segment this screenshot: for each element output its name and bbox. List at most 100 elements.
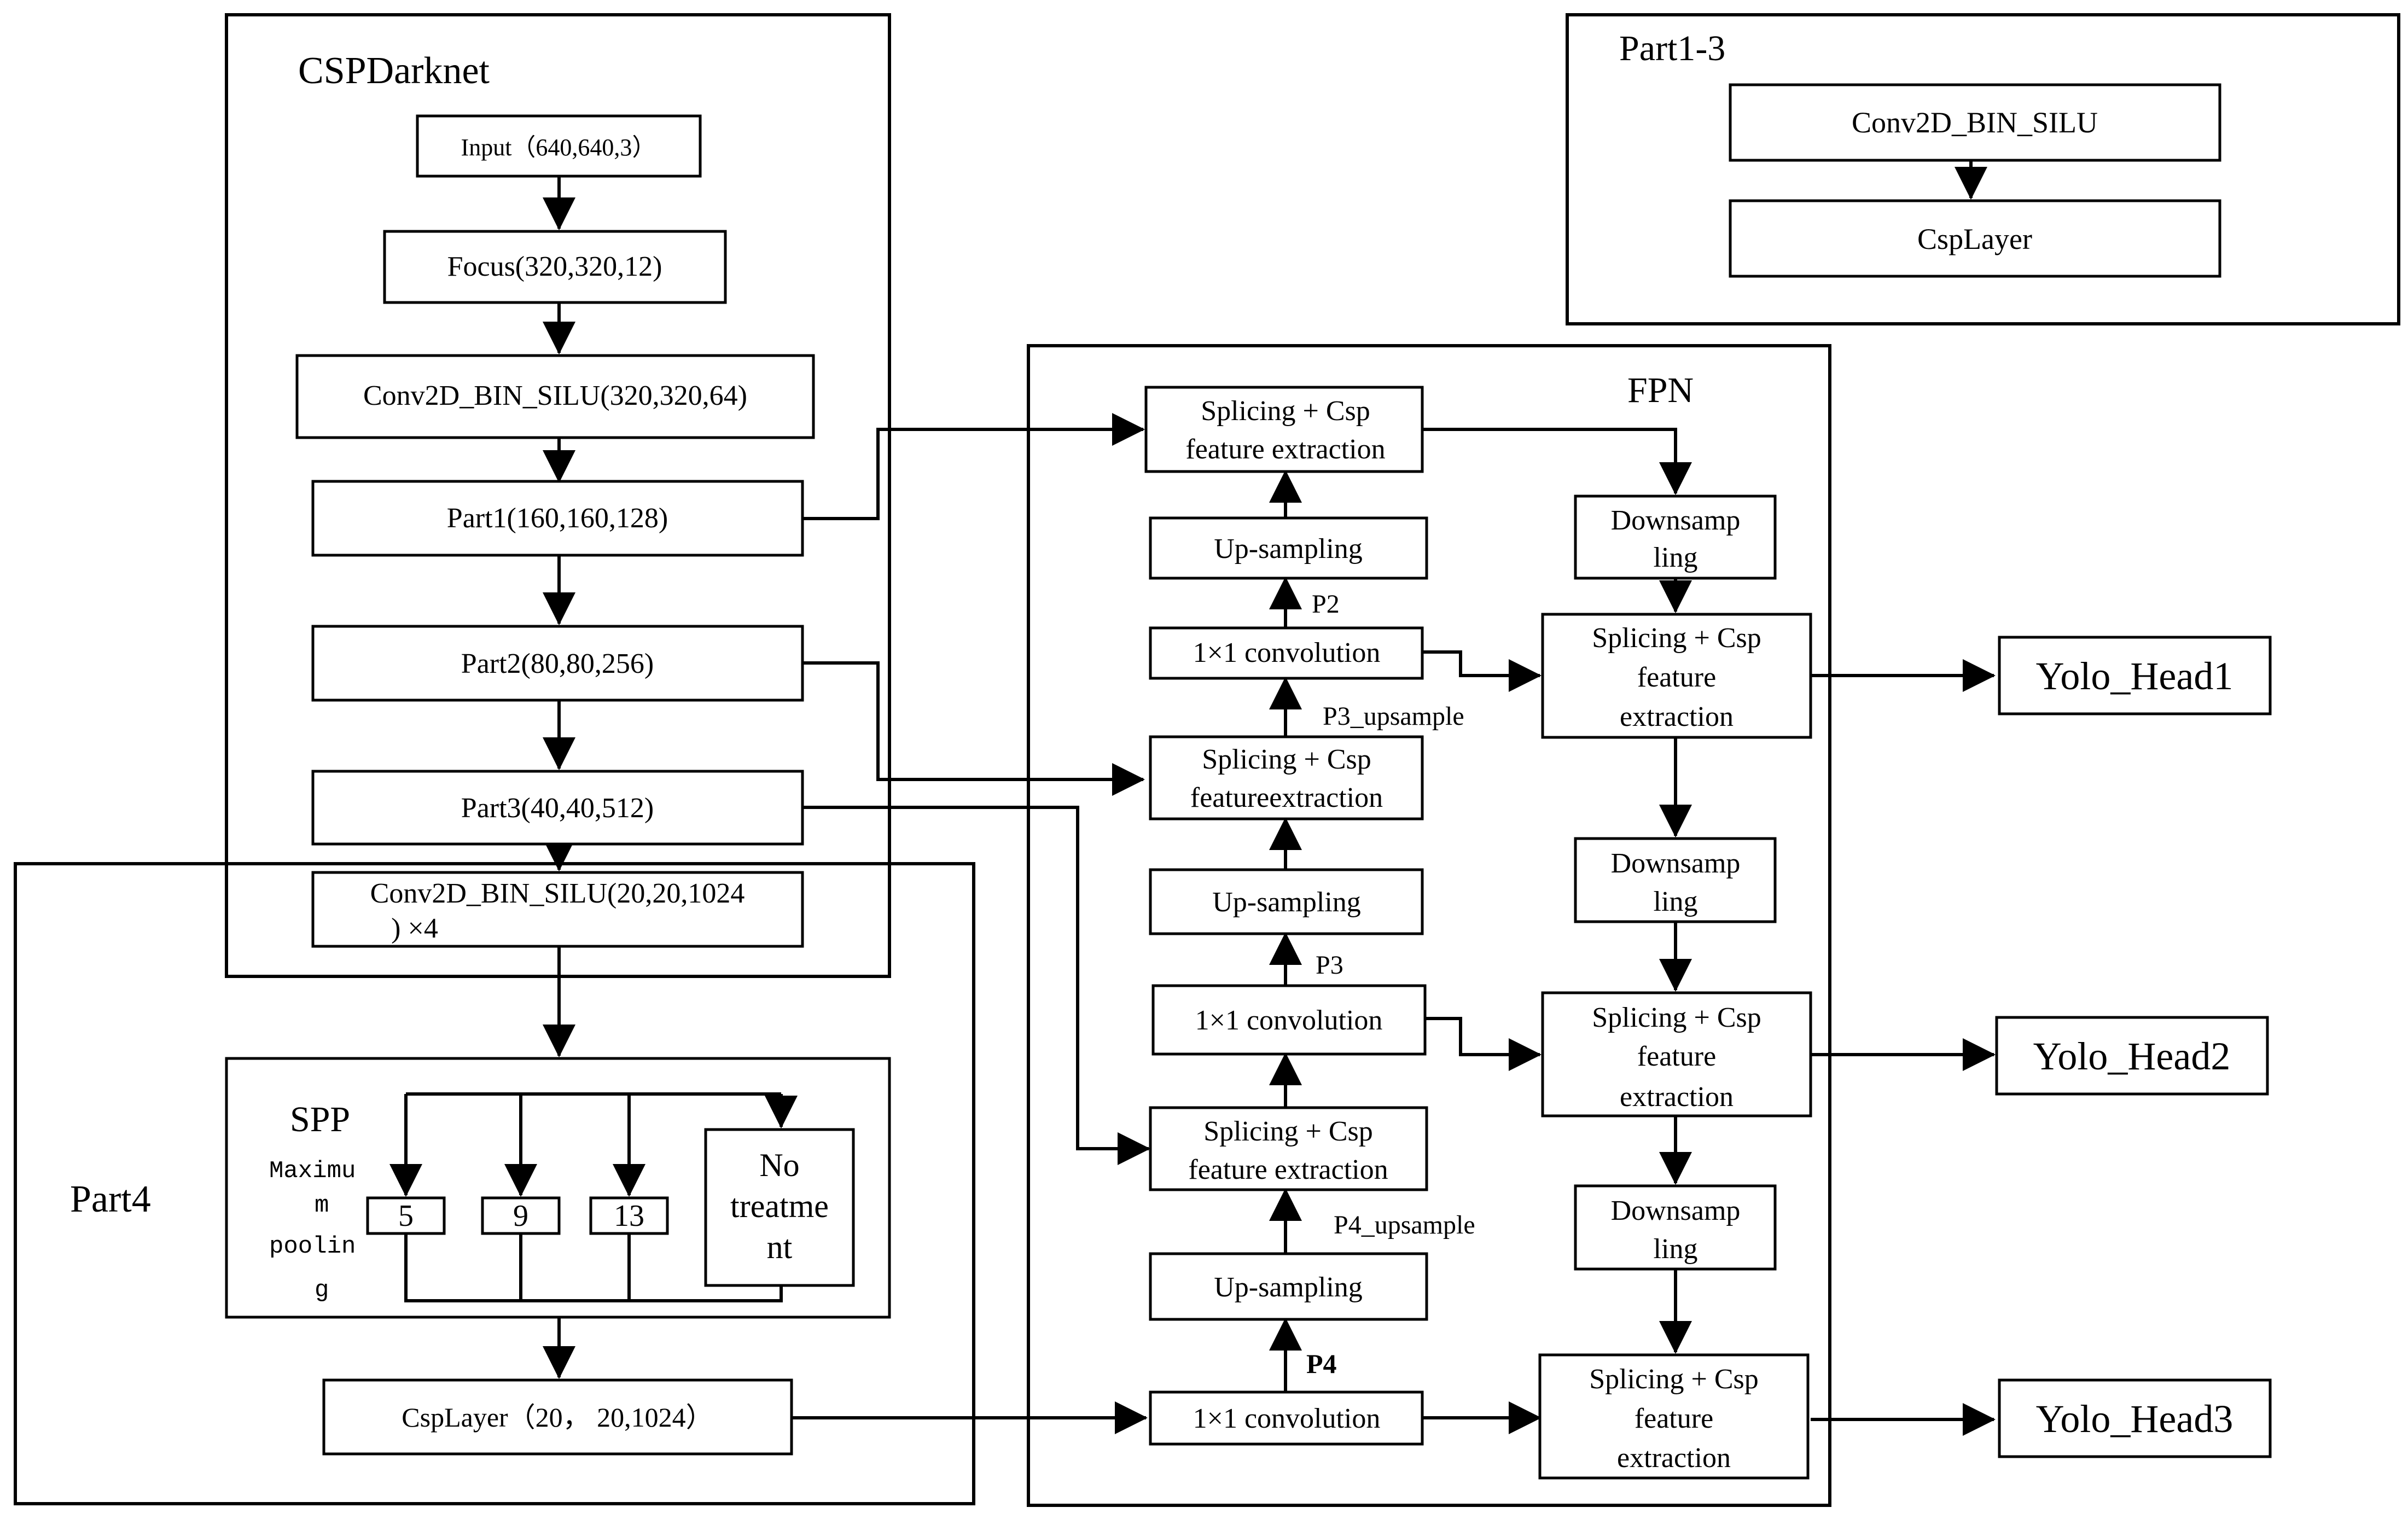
part1-3-conv-node: Conv2D_BIN_SILU [1729, 83, 2221, 162]
upsampling-mid-label: Up-sampling [1212, 887, 1361, 918]
part2-label: Part2(80,80,256) [461, 648, 654, 679]
splice-out-1-node: Splicing + Csp feature extraction [1541, 613, 1812, 739]
upsampling-mid-node: Up-sampling [1149, 868, 1424, 935]
pool-13-label: 13 [614, 1199, 644, 1233]
part3-node: Part3(40,40,512) [311, 770, 804, 846]
max-pooling-label: Maximu m poolin g [269, 1157, 356, 1304]
splice-out-2-node: Splicing + Csp feature extraction [1541, 991, 1812, 1118]
input-label: Input（640,640,3） [461, 134, 656, 161]
conv1x1-low-node: 1×1 convolution [1149, 1390, 1424, 1446]
cspdarknet-title: CSPDarknet [298, 50, 490, 92]
yolo-head-2-label: Yolo_Head2 [2033, 1034, 2231, 1078]
fpn-panel [1027, 344, 1831, 1507]
cross-connections [792, 413, 1150, 1434]
splice-out-1-line3: extraction [1620, 701, 1734, 732]
csplayer-label: CspLayer（20， 20,1024） [402, 1402, 713, 1433]
splice-top-node: Splicing + Csp feature extraction [1144, 386, 1424, 473]
downsampling-top-line2: ling [1654, 542, 1698, 573]
splice-low-line1: Splicing + Csp [1203, 1116, 1373, 1147]
part2-node: Part2(80,80,256) [311, 625, 804, 702]
pool-label-line4: g [315, 1277, 329, 1304]
no-treatment-line3: nt [767, 1229, 793, 1265]
part3-label: Part3(40,40,512) [461, 793, 654, 824]
part1-3-conv-label: Conv2D_BIN_SILU [1852, 106, 2098, 139]
conv1x1-mid-node: 1×1 convolution [1151, 984, 1427, 1056]
splice-mid-line1: Splicing + Csp [1202, 744, 1371, 775]
no-treatment-box: No treatme nt [704, 1128, 855, 1287]
fpn-title: FPN [1627, 370, 1694, 410]
spp-block: SPP Maximu m poolin g 5 9 13 [225, 1057, 891, 1319]
splice-out-2-line2: feature [1637, 1041, 1716, 1072]
csplayer-node: CspLayer（20， 20,1024） [322, 1378, 793, 1456]
splice-out-3-line2: feature [1635, 1403, 1713, 1434]
input-node: Input（640,640,3） [416, 114, 702, 178]
p4-upsample-label: P4_upsample [1334, 1210, 1475, 1239]
splice-mid-line2: featureextraction [1190, 782, 1383, 813]
downsampling-low-node: Downsamp ling [1574, 1184, 1777, 1271]
splice-out-2-line3: extraction [1620, 1081, 1734, 1113]
focus-label: Focus(320,320,12) [447, 251, 662, 282]
part1-label: Part1(160,160,128) [447, 503, 668, 534]
splice-top-line1: Splicing + Csp [1201, 395, 1370, 427]
conv-label: Conv2D_BIN_SILU(320,320,64) [363, 380, 747, 411]
splice-out-3-line1: Splicing + Csp [1589, 1364, 1759, 1395]
downsampling-mid-node: Downsamp ling [1574, 837, 1777, 923]
splice-low-line2: feature extraction [1188, 1154, 1388, 1185]
splice-low-node: Splicing + Csp feature extraction [1149, 1106, 1428, 1191]
part1-3-csp-label: CspLayer [1917, 223, 2032, 255]
conv4-label-line1: Conv2D_BIN_SILU(20,20,1024 [370, 878, 745, 909]
downsampling-mid-line2: ling [1654, 886, 1698, 917]
pool-5-box: 5 [366, 1196, 446, 1235]
conv1x1-low-label: 1×1 convolution [1193, 1403, 1381, 1434]
pool-label-line2: m [315, 1192, 329, 1219]
part4-panel [14, 862, 975, 1505]
splice-out-2-line1: Splicing + Csp [1592, 1002, 1761, 1033]
p3-label: P3 [1316, 951, 1343, 980]
p3-upsample-label: P3_upsample [1323, 702, 1464, 731]
downsampling-low-line2: ling [1654, 1233, 1698, 1265]
downsampling-mid-line1: Downsamp [1611, 848, 1741, 879]
part1-node: Part1(160,160,128) [311, 480, 804, 557]
no-treatment-line1: No [759, 1147, 799, 1183]
pool-5-label: 5 [398, 1199, 414, 1233]
no-treatment-line2: treatme [730, 1188, 829, 1224]
p4-label: P4 [1306, 1348, 1337, 1379]
conv-node: Conv2D_BIN_SILU(320,320,64) [295, 354, 815, 439]
upsampling-low-node: Up-sampling [1149, 1252, 1428, 1321]
yolo-head-1: Yolo_Head1 [1998, 636, 2272, 715]
conv1x1-top-label: 1×1 convolution [1193, 637, 1381, 668]
splice-mid-node: Splicing + Csp featureextraction [1149, 735, 1424, 820]
pool-label-line3: poolin [269, 1233, 356, 1260]
conv4-node: Conv2D_BIN_SILU(20,20,1024 ) ×4 [311, 871, 804, 948]
spp-title: SPP [290, 1099, 350, 1139]
downsampling-top-line1: Downsamp [1611, 505, 1741, 536]
conv1x1-mid-label: 1×1 convolution [1195, 1005, 1383, 1036]
pool-9-label: 9 [513, 1199, 528, 1233]
splice-out-3-node: Splicing + Csp feature extraction [1538, 1353, 1810, 1480]
upsampling-top-label: Up-sampling [1214, 533, 1363, 564]
part4-title: Part4 [70, 1178, 151, 1220]
pool-13-box: 13 [589, 1196, 669, 1235]
downsampling-low-line1: Downsamp [1611, 1195, 1741, 1226]
p2-label: P2 [1312, 590, 1340, 619]
upsampling-top-node: Up-sampling [1149, 516, 1428, 580]
yolo-head-3: Yolo_Head3 [1998, 1378, 2272, 1458]
downsampling-top-node: Downsamp ling [1574, 494, 1777, 580]
splice-out-1-line2: feature [1637, 662, 1716, 693]
part1-3-title: Part1-3 [1619, 28, 1725, 68]
focus-node: Focus(320,320,12) [383, 230, 727, 304]
part1-3-csp-node: CspLayer [1729, 199, 2221, 278]
yolo-head-2: Yolo_Head2 [1995, 1016, 2269, 1096]
splice-top-line2: feature extraction [1185, 434, 1385, 465]
splice-out-3-line3: extraction [1617, 1442, 1731, 1474]
part1-3-panel [1566, 13, 2400, 325]
upsampling-low-label: Up-sampling [1214, 1272, 1363, 1303]
pool-9-box: 9 [481, 1196, 561, 1235]
conv4-label-line2: ) ×4 [391, 913, 438, 944]
splice-out-1-line1: Splicing + Csp [1592, 622, 1761, 654]
yolo-head-3-label: Yolo_Head3 [2036, 1397, 2233, 1441]
conv1x1-top-node: 1×1 convolution [1149, 626, 1424, 680]
yolo-head-1-label: Yolo_Head1 [2036, 654, 2233, 698]
fpn-right-arrows [1422, 428, 1996, 1436]
